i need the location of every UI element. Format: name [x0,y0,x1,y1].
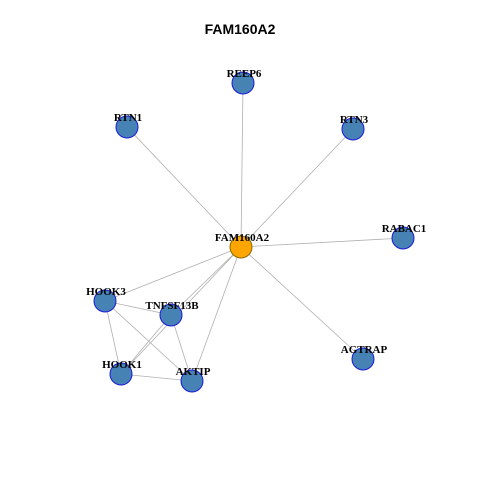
edge-fam160a2-aktip [191,246,242,382]
edge-tnfsf13b-hook1 [120,314,172,375]
node-label-tnfsf13b: TNFSF13B [145,300,199,312]
node-agtrap [351,347,375,371]
node-reep6 [231,71,255,95]
node-fam160a2 [229,235,253,259]
node-layer [93,71,415,393]
edge-fam160a2-rabac1 [240,237,404,248]
edge-fam160a2-reep6 [240,82,244,248]
edge-fam160a2-agtrap [240,246,364,360]
node-label-rabac1: RABAC1 [382,223,427,235]
node-rtn1 [115,115,139,139]
node-rabac1 [391,226,415,250]
node-label-hook3: HOOK3 [86,286,126,298]
edge-fam160a2-rtn1 [126,126,242,248]
node-aktip [180,369,204,393]
node-label-reep6: REEP6 [227,68,262,80]
figure-title: FAM160A2 [204,21,276,37]
edge-layer [104,82,404,382]
edge-fam160a2-hook3 [104,246,242,302]
node-label-agtrap: AGTRAP [341,344,388,356]
edge-tnfsf13b-aktip [170,314,193,382]
node-label-aktip: AKTIP [176,366,211,378]
edge-hook1-aktip [120,373,193,382]
node-label-rtn3: RTN3 [340,114,369,126]
node-label-fam160a2: FAM160A2 [215,232,270,244]
edge-fam160a2-rtn3 [240,128,354,248]
node-label-hook1: HOOK1 [102,359,142,371]
node-label-rtn1: RTN1 [114,112,142,124]
node-hook1 [109,362,133,386]
node-hook3 [93,289,117,313]
node-rtn3 [341,117,365,141]
edge-hook3-hook1 [104,300,122,375]
edge-fam160a2-tnfsf13b [170,246,242,316]
node-tnfsf13b [159,303,183,327]
